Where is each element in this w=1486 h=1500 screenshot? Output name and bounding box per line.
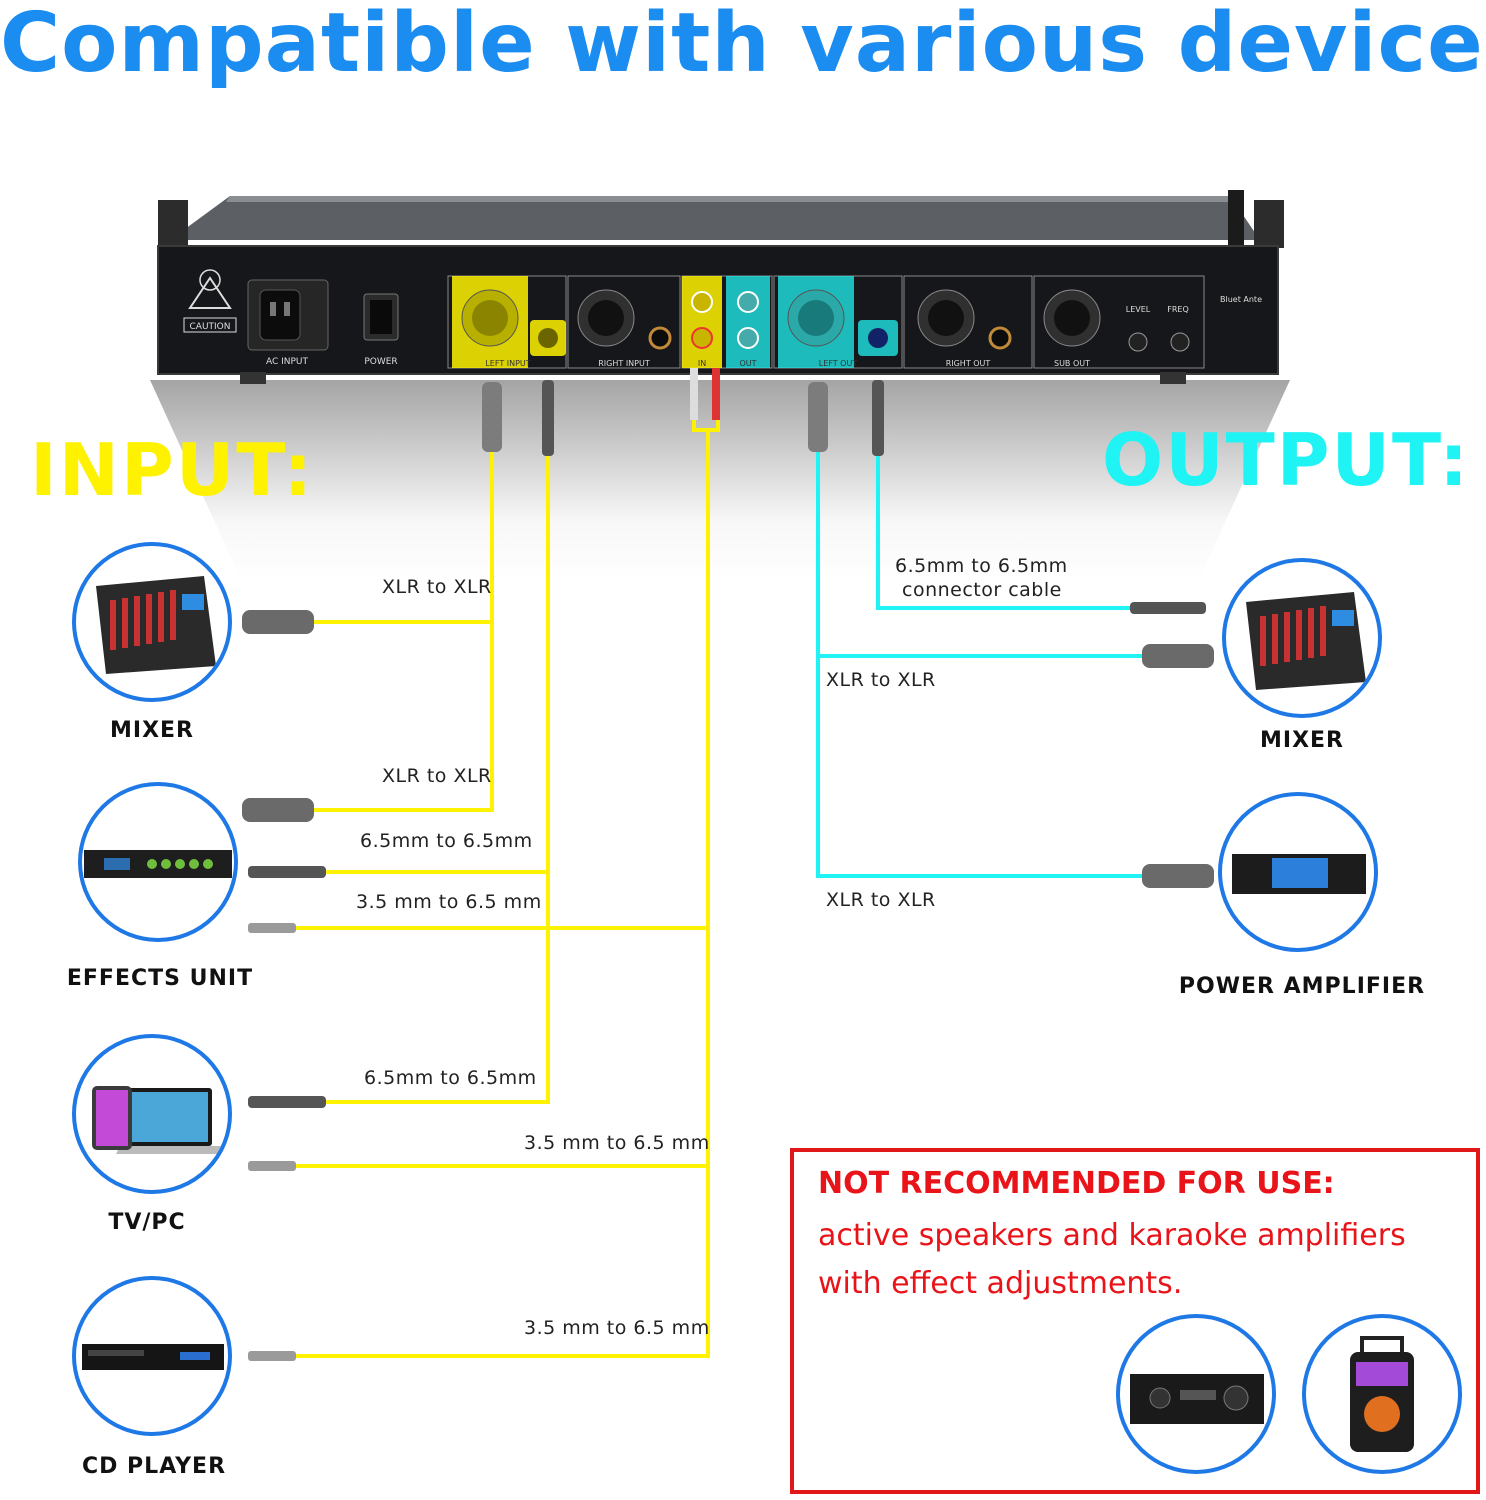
wire-65-output (876, 450, 1132, 610)
jack-65-effects (248, 866, 326, 878)
jack-35-effects (248, 923, 296, 933)
cable-label-cd-35: 3.5 mm to 6.5 mm (524, 1317, 710, 1339)
panel-level: LEVEL (1126, 305, 1151, 314)
panel-caution: CAUTION (190, 322, 231, 332)
processor-rear-panel: CAUTION AC INPUT POWER LEFT INPUT RIGHT … (157, 190, 1284, 384)
cable-label-effects-xlr: XLR to XLR (382, 765, 492, 787)
xlr-connector-amp (1142, 864, 1214, 888)
cable-label-tvpc-65: 6.5mm to 6.5mm (364, 1067, 537, 1089)
xlr-connector-output-mixer (1142, 644, 1214, 668)
power-amplifier-image (1218, 792, 1378, 952)
karaoke-speaker-image (1302, 1314, 1462, 1474)
xlr-connector-mixer (242, 610, 314, 634)
power-amplifier-label: POWER AMPLIFIER (1178, 974, 1426, 999)
jack-65-tvpc (248, 1096, 326, 1108)
effects-unit-label: EFFECTS UNIT (66, 966, 254, 991)
mixer-input-image (72, 542, 232, 702)
wire-xlr-input (314, 450, 494, 812)
warning-text: active speakers and karaoke amplifiers w… (818, 1218, 1406, 1301)
plug-rca-red (712, 368, 720, 420)
mixer-output-image (1222, 558, 1382, 718)
mixer-output-label: MIXER (1259, 728, 1344, 753)
cable-label-tvpc-35: 3.5 mm to 6.5 mm (524, 1132, 710, 1154)
input-heading: INPUT: (30, 428, 315, 512)
tvpc-label: TV/PC (108, 1210, 186, 1235)
cable-label-output-mixer-xlr: XLR to XLR (826, 669, 936, 691)
cable-label-output-65-line2: connector cable (902, 579, 1062, 601)
cable-label-effects-35: 3.5 mm to 6.5 mm (356, 891, 542, 913)
plug-xlr-output (808, 382, 828, 452)
wire-xlr-output (816, 450, 1150, 878)
cd-player-image (72, 1276, 232, 1436)
panel-right-out: RIGHT OUT (946, 359, 991, 368)
cable-label-output-amp-xlr: XLR to XLR (826, 889, 936, 911)
warning-title: NOT RECOMMENDED FOR USE: (818, 1166, 1335, 1201)
xlr-connector-effects (242, 798, 314, 822)
plug-65-input (542, 380, 554, 456)
panel-out: OUT (739, 359, 756, 368)
mixer-input-label: MIXER (109, 718, 194, 743)
panel-left-out: LEFT OUT (819, 359, 858, 368)
tvpc-image (72, 1034, 232, 1194)
cable-label-mixer-xlr: XLR to XLR (382, 576, 492, 598)
not-recommended-box: NOT RECOMMENDED FOR USE: active speakers… (790, 1148, 1480, 1494)
panel-in: IN (698, 359, 706, 368)
cable-label-effects-65: 6.5mm to 6.5mm (360, 830, 533, 852)
output-heading: OUTPUT: (1102, 418, 1470, 502)
jack-35-cd (248, 1351, 296, 1361)
plug-65-output (872, 380, 884, 456)
panel-sub-out: SUB OUT (1054, 359, 1090, 368)
wire-rca-input (296, 430, 710, 1358)
panel-ac-input: AC INPUT (266, 357, 309, 367)
panel-bluetooth: Bluet Ante (1220, 295, 1262, 304)
plug-xlr-input (482, 382, 502, 452)
jack-65-output-mixer (1130, 602, 1206, 614)
effects-unit-image (78, 782, 238, 942)
panel-power: POWER (364, 357, 397, 367)
plug-rca-white (690, 368, 698, 420)
page-title: Compatible with various devices (0, 0, 1486, 91)
wire-rca-split (692, 420, 720, 432)
panel-right-input: RIGHT INPUT (598, 359, 650, 368)
cable-label-output-65-line1: 6.5mm to 6.5mm (895, 555, 1068, 577)
wire-65-input (326, 450, 550, 1104)
panel-freq: FREQ (1167, 305, 1189, 314)
cd-player-label: CD PLAYER (81, 1454, 227, 1479)
av-receiver-image (1116, 1314, 1276, 1474)
jack-35-tvpc (248, 1161, 296, 1171)
panel-left-input: LEFT INPUT (485, 359, 530, 368)
